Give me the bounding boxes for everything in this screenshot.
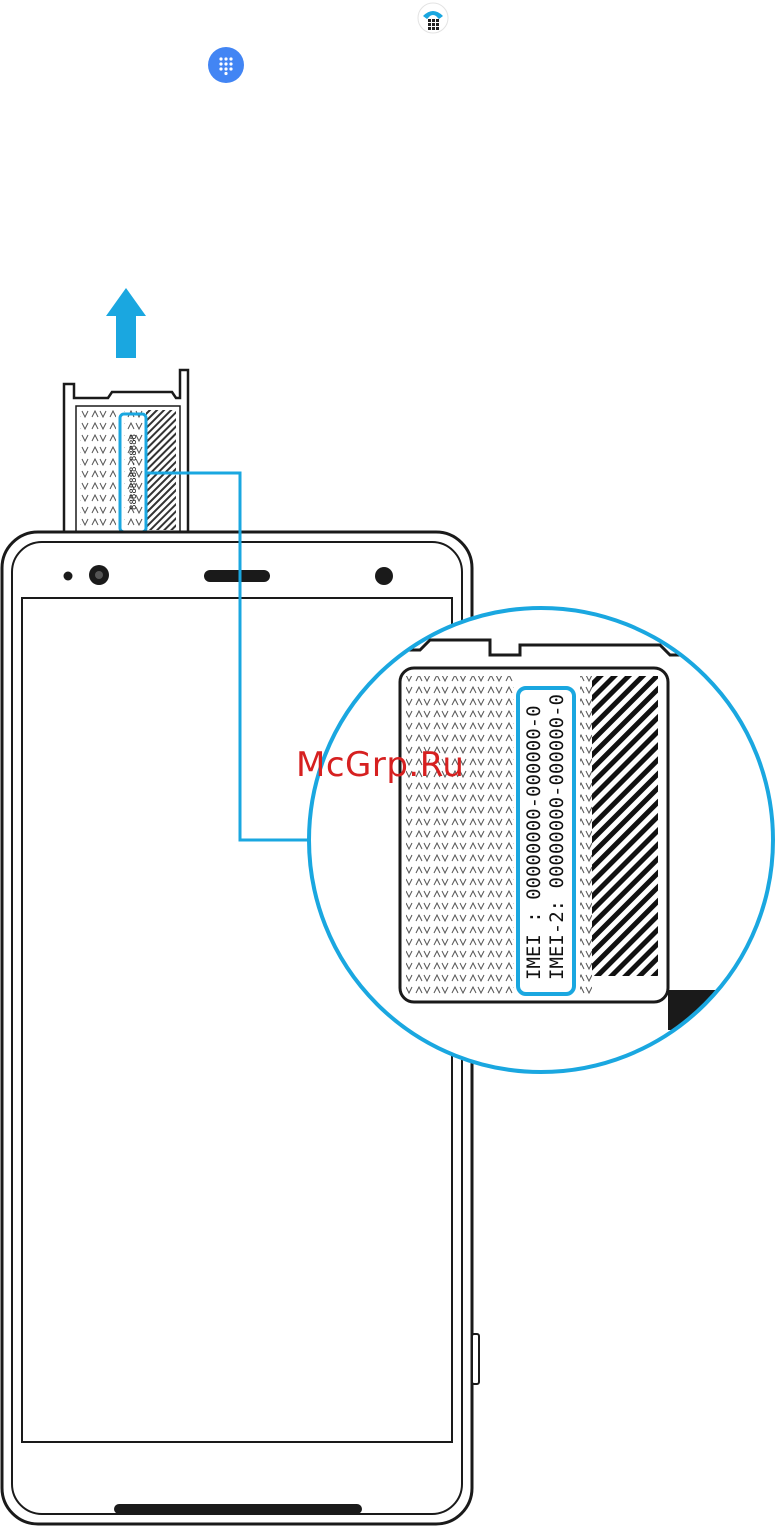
bottom-speaker <box>114 1504 362 1514</box>
sim-tray: 88888888-88888 <box>64 370 188 540</box>
imei-2-label: IMEI-2: 00000000-000000-0 <box>546 694 568 980</box>
earpiece-speaker <box>204 570 270 582</box>
light-sensor <box>64 572 73 581</box>
watermark-text: McGrp.Ru <box>296 740 506 790</box>
tray-code-label: 88888888-88888 <box>129 434 139 510</box>
imei-1-label: IMEI : 00000000-000000-0 <box>523 705 545 980</box>
front-sensor <box>375 567 393 585</box>
arrow-up-icon <box>106 288 146 358</box>
